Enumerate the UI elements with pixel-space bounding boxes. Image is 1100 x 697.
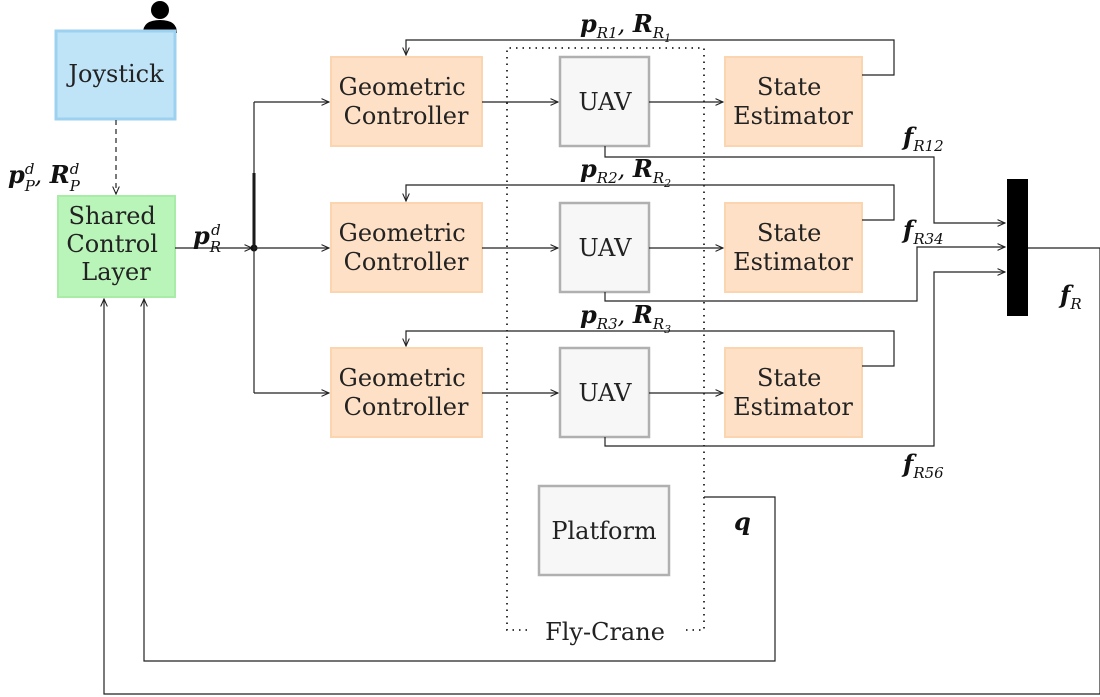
joystick-label: Joystick xyxy=(65,60,164,88)
controller-2-line-1: Geometric xyxy=(339,219,466,247)
shared-control-line-1: Shared xyxy=(69,202,156,230)
shared-control-label: Shared Control Layer xyxy=(66,202,165,286)
feedback-1-wire xyxy=(406,39,895,76)
estimator-1-label: State Estimator xyxy=(733,73,853,130)
feedback-2-wire xyxy=(406,184,895,221)
estimator-1-line-2: Estimator xyxy=(733,102,853,130)
estimator-1-line-1: State xyxy=(757,73,821,101)
joystick-block xyxy=(54,29,177,121)
force-mux-bar xyxy=(1007,179,1028,316)
uav-2-label: UAV xyxy=(579,234,633,262)
controller-2-label: Geometric Controller xyxy=(339,219,474,276)
estimator-3-line-2: Estimator xyxy=(733,393,853,421)
controller-3-line-2: Controller xyxy=(344,393,469,421)
geometric-controller-1 xyxy=(330,56,483,147)
estimator-3-label: State Estimator xyxy=(733,364,853,421)
estimator-2-label: State Estimator xyxy=(733,219,853,276)
fly-crane-label: Fly-Crane xyxy=(545,618,665,646)
feedback-3-wire xyxy=(406,330,895,367)
uav-2 xyxy=(558,201,651,294)
shared-control-line-3: Layer xyxy=(81,258,151,286)
force-r56-wire xyxy=(604,272,1005,447)
force-r12-wire xyxy=(604,146,1005,223)
platform-block xyxy=(537,484,671,577)
state-estimator-3 xyxy=(724,347,863,438)
controller-1-line-2: Controller xyxy=(344,102,469,130)
uav-3 xyxy=(558,346,651,439)
estimator-3-line-1: State xyxy=(757,364,821,392)
q-label: q xyxy=(734,507,751,536)
force-r56-label: fR56 xyxy=(901,449,944,482)
total-force-label: fR xyxy=(1058,280,1082,313)
feedback-3-label: pR3, RR3 xyxy=(580,300,671,336)
force-r34-wire xyxy=(604,247,1005,302)
uav-1 xyxy=(558,55,651,148)
state-estimator-2 xyxy=(724,202,863,293)
controller-1-line-1: Geometric xyxy=(339,73,466,101)
estimator-2-line-2: Estimator xyxy=(733,248,853,276)
force-r12-label: fR12 xyxy=(901,122,944,155)
feedback-1-label: pR1, RR1 xyxy=(580,9,671,45)
shared-output-label: pRd xyxy=(193,221,221,256)
estimator-2-line-1: State xyxy=(757,219,821,247)
controller-3-label: Geometric Controller xyxy=(339,364,474,421)
controller-3-line-1: Geometric xyxy=(339,364,466,392)
state-estimator-1 xyxy=(724,56,863,147)
q-feedback-wire xyxy=(144,299,776,662)
platform-label: Platform xyxy=(551,517,657,545)
feedback-2-label: pR2, RR2 xyxy=(580,154,671,190)
geometric-controller-3 xyxy=(330,347,483,438)
force-r34-label: fR34 xyxy=(901,215,944,248)
uav-1-label: UAV xyxy=(579,88,633,116)
controller-1-label: Geometric Controller xyxy=(339,73,474,130)
uav-3-label: UAV xyxy=(579,379,633,407)
controller-2-line-2: Controller xyxy=(344,248,469,276)
user-icon xyxy=(143,1,177,33)
shared-control-line-2: Control xyxy=(66,230,158,258)
force-feedback-wire xyxy=(104,248,1100,695)
shared-control-block xyxy=(57,195,176,298)
geometric-controller-2 xyxy=(330,202,483,293)
joystick-signal-label: pPd, RPd xyxy=(8,160,81,195)
